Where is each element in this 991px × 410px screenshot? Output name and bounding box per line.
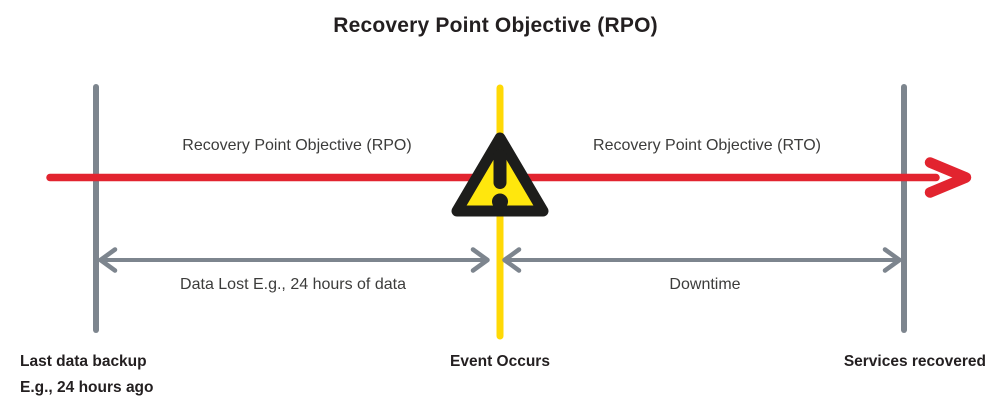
data-lost-arrowhead-right-icon <box>470 247 490 273</box>
data-lost-arrow <box>98 247 490 273</box>
rpo-segment-label: Recovery Point Objective (RPO) <box>182 137 412 154</box>
downtime-arrowhead-left-icon <box>502 247 522 273</box>
warning-exclamation-bar <box>493 149 507 189</box>
backup-milestone-label: Last data backup E.g., 24 hours ago <box>20 349 154 401</box>
timeline-arrowhead-icon <box>924 157 972 198</box>
backup-milestone-line2: E.g., 24 hours ago <box>20 379 154 397</box>
data-lost-label: Data Lost E.g., 24 hours of data <box>180 276 406 293</box>
warning-triangle-icon <box>451 132 549 217</box>
event-milestone-label: Event Occurs <box>450 353 550 370</box>
diagram-title: Recovery Point Objective (RPO) <box>333 14 658 37</box>
recovery-milestone-label: Services recovered <box>843 353 986 370</box>
backup-milestone-line1: Last data backup <box>20 353 147 370</box>
data-lost-arrowhead-left-icon <box>98 247 118 273</box>
warning-exclamation-dot <box>492 193 508 210</box>
downtime-arrow <box>502 247 902 273</box>
downtime-arrowhead-right-icon <box>882 247 902 273</box>
downtime-label: Downtime <box>669 276 741 293</box>
rto-segment-label: Recovery Point Objective (RTO) <box>593 137 821 154</box>
